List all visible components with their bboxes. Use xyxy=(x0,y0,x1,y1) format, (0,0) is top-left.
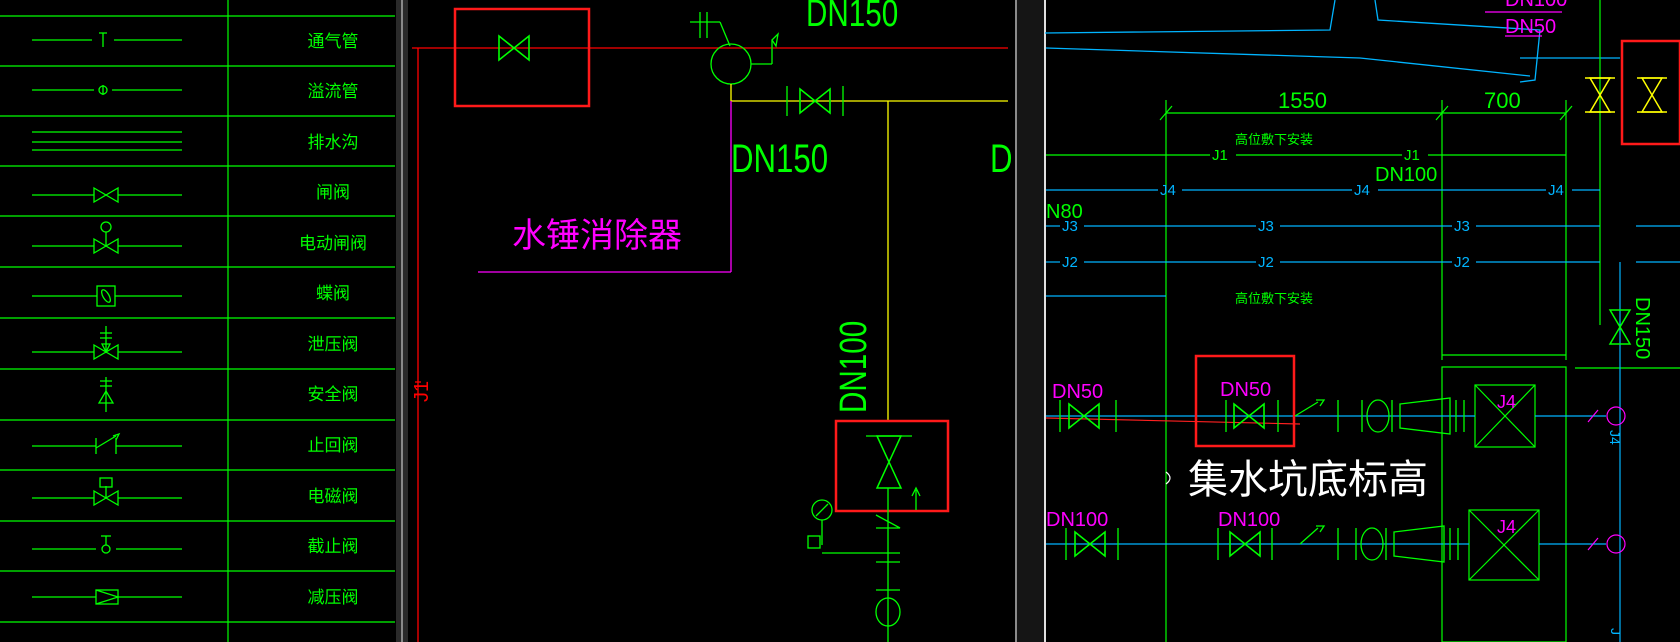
pipe-label-j4-b: J4 xyxy=(1354,182,1370,199)
relief-valve-symbol xyxy=(32,326,182,361)
panel-divider-right xyxy=(1016,0,1046,642)
legend-label-7: 安全阀 xyxy=(308,385,359,405)
dimension-1550: 1550 xyxy=(1278,88,1327,113)
label-dn50-box: DN50 xyxy=(1220,379,1271,401)
pipe-label-j1-a: J1 xyxy=(1212,147,1228,164)
label-water-hammer: 水锤消除器 xyxy=(512,216,682,256)
label-dn150-mid: DN150 xyxy=(731,136,828,181)
legend-label-3: 闸阀 xyxy=(316,183,350,203)
label-d-right: D xyxy=(990,136,1013,181)
pipe-label-j3-b: J3 xyxy=(1258,218,1274,235)
pipe-label-j2-b: J2 xyxy=(1258,254,1274,271)
pipe-label-j2-a: J2 xyxy=(1062,254,1078,271)
pipe-label-j4-c: J4 xyxy=(1548,182,1564,199)
gate-valve-vertical-right xyxy=(1608,309,1632,345)
legend-label-4: 电动闸阀 xyxy=(299,234,367,254)
cyan-outline-top xyxy=(1045,47,1531,77)
legend-label-6: 泄压阀 xyxy=(308,335,359,355)
note-bottom: 高位敷下安装 xyxy=(1235,291,1313,307)
label-sump-bottom-elevation: 集水坑底标高 xyxy=(1188,457,1428,503)
legend-label-2: 排水沟 xyxy=(308,133,359,153)
pipe-label-j3-a: J3 xyxy=(1062,218,1078,235)
pump-pit-outline xyxy=(1441,366,1567,642)
label-dn150-top: DN150 xyxy=(806,0,898,35)
legend-grid xyxy=(0,0,395,642)
row-valves xyxy=(1059,400,1279,560)
label-dn50-top: DN50 xyxy=(1505,16,1556,38)
vent-pipe-symbol xyxy=(32,32,182,47)
label-j4-vertical: J4 xyxy=(1607,430,1623,445)
note-top: 高位敷下安装 xyxy=(1235,132,1313,148)
label-j4-tank-top: J4 xyxy=(1497,392,1516,412)
middle-drawing-panel: DN150 DN150 D 水锤消除器 DN100 J1 xyxy=(411,0,1013,642)
legend-label-10: 截止阀 xyxy=(308,537,359,557)
highlight-box-top-left[interactable] xyxy=(453,7,591,108)
gate-valve-vertical xyxy=(866,435,912,489)
electric-gate-valve-symbol xyxy=(32,221,182,255)
pipe-label-j4-a: J4 xyxy=(1160,182,1176,199)
yellow-valves-top-right xyxy=(1585,77,1667,113)
label-dn50-left: DN50 xyxy=(1052,381,1103,403)
label-dn100-top: DN100 xyxy=(1505,0,1567,11)
dimension-700: 700 xyxy=(1484,88,1521,113)
highlight-box-dn50-valve[interactable] xyxy=(1194,354,1296,448)
water-tank-bottom xyxy=(1468,509,1540,581)
drain-ditch-symbol xyxy=(32,131,182,151)
pump-inlet-fittings xyxy=(1294,397,1465,563)
check-valve-vertical xyxy=(807,486,921,642)
label-dn100-mid: DN100 xyxy=(1375,164,1437,186)
label-n80: N80 xyxy=(1046,201,1083,223)
pipe-label-j2-c: J2 xyxy=(1454,254,1470,271)
overflow-pipe-symbol xyxy=(32,85,182,95)
legend-label-11: 减压阀 xyxy=(308,588,359,608)
safety-valve-symbol xyxy=(97,377,115,412)
solenoid-valve-symbol xyxy=(32,477,182,507)
label-dn100-vertical: DN100 xyxy=(833,321,875,413)
highlight-box-vertical-valve[interactable] xyxy=(834,419,950,513)
legend-panel: 通气管 溢流管 排水沟 闸阀 电动闸阀 蝶阀 泄压阀 安全阀 止回阀 电磁阀 截… xyxy=(0,0,395,642)
label-dn100-mid2: DN100 xyxy=(1218,509,1280,531)
pipe-label-j1-b: J1 xyxy=(1404,147,1420,164)
right-drawing-panel: DN100 DN50 1550 700 高位敷下安装 高位敷下安装 J1 xyxy=(1044,0,1680,642)
highlight-box-top-right[interactable] xyxy=(1620,39,1680,146)
gate-valve-yellow-line xyxy=(786,86,844,116)
check-valve-symbol xyxy=(32,432,182,454)
legend-label-5: 蝶阀 xyxy=(316,284,350,304)
stop-valve-symbol xyxy=(32,535,182,554)
label-dn150-vertical: DN150 xyxy=(1631,297,1653,359)
gate-valve-symbol xyxy=(32,186,182,204)
legend-label-0: 通气管 xyxy=(308,32,359,52)
pressure-reducing-valve-symbol xyxy=(32,589,182,605)
legend-label-8: 止回阀 xyxy=(308,436,359,456)
label-j4-tank-bottom: J4 xyxy=(1497,517,1516,537)
legend-label-1: 溢流管 xyxy=(308,82,359,102)
label-j-small: J xyxy=(1608,628,1624,635)
butterfly-valve-symbol xyxy=(32,285,182,307)
legend-label-9: 电磁阀 xyxy=(308,487,359,507)
label-j1-vertical: J1 xyxy=(411,381,433,402)
label-dn100-left: DN100 xyxy=(1046,509,1108,531)
pipe-label-j3-c: J3 xyxy=(1454,218,1470,235)
